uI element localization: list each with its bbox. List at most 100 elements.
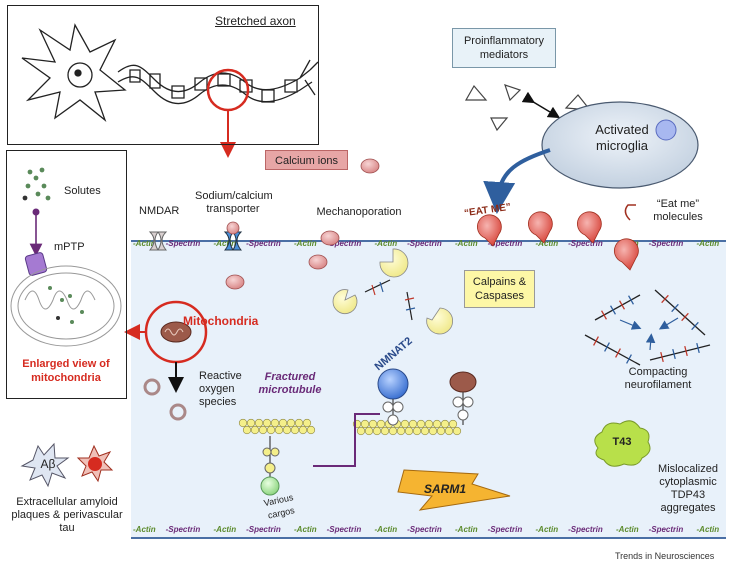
membrane-word: -Spectrin (488, 239, 523, 248)
membrane-word: -Spectrin (246, 525, 281, 534)
sodium-calcium-transporter (223, 221, 243, 251)
membrane-word: -Actin (294, 239, 317, 248)
neurofilament-tick (619, 300, 625, 310)
microtubule-right (352, 419, 462, 436)
tubulin-bead (444, 426, 454, 436)
neurofilament-tick (672, 348, 676, 360)
mitochondrion (160, 321, 192, 343)
tubulin-bead (404, 426, 414, 436)
membrane-word: -Actin (536, 239, 559, 248)
solutes-label: Solutes (64, 185, 101, 197)
tubulin-bead (282, 425, 292, 435)
membrane-word: -Actin (375, 239, 398, 248)
neurofilament-tick (696, 342, 700, 354)
proinflammatory-box: Proinflammatory mediators (452, 28, 556, 68)
fracture-line (313, 413, 380, 467)
tubulin-bead (448, 419, 458, 429)
neurofilament-tick (601, 310, 607, 320)
eat-me-molecules-label: “Eat me” molecules (653, 198, 703, 223)
tubulin-bead (380, 426, 390, 436)
membrane-word: -Actin (697, 239, 720, 248)
tubulin-bead (412, 426, 422, 436)
membrane-word: -Spectrin (649, 525, 684, 534)
mptp-entry-dot (32, 208, 40, 216)
nmnat2-motor (377, 368, 409, 426)
tubulin-bead (278, 418, 288, 428)
membrane-word: -Actin (455, 525, 478, 534)
membrane-word: -Spectrin (327, 525, 362, 534)
tubulin-bead (266, 425, 276, 435)
tubulin-bead (376, 419, 386, 429)
journal-credit: Trends in Neurosciences (615, 551, 715, 561)
membrane-word: -Actin (133, 239, 156, 248)
neurofilament-tick (661, 294, 669, 304)
neurofilament-ticks (593, 294, 700, 364)
stretched-axon-title: Stretched axon (215, 14, 296, 28)
solute-dots (22, 167, 51, 201)
membrane-word: -Actin (214, 525, 237, 534)
membrane-word: -Actin (133, 525, 156, 534)
tubulin-bead (436, 426, 446, 436)
neurofilament-tick (615, 348, 621, 358)
tubulin-bead (286, 418, 296, 428)
membrane-word: -Actin (294, 525, 317, 534)
membrane-word: -Actin (697, 525, 720, 534)
t43-blob (594, 420, 651, 467)
tubulin-bead (254, 418, 264, 428)
tubulin-bead (400, 419, 410, 429)
tubulin-bead (290, 425, 300, 435)
tubulin-bead (270, 418, 280, 428)
amyloid-plaque (20, 442, 70, 488)
t43-label: T43 (612, 436, 632, 448)
neurofilament-tick (604, 342, 610, 352)
membrane-word: -Spectrin (488, 525, 523, 534)
nmdar-channel (148, 231, 168, 251)
abeta-label: Aβ (40, 457, 56, 471)
membrane-word: -Spectrin (568, 239, 603, 248)
neurofilament-tick (626, 354, 632, 364)
neurofilament-lines (584, 289, 711, 366)
calcium-ions (225, 158, 380, 290)
neurofilament-tick (671, 303, 679, 313)
membrane-word: -Spectrin (166, 525, 201, 534)
tubulin-bead (262, 418, 272, 428)
ros-rings (143, 378, 187, 421)
tdp43-label: Mislocalized cytoplasmic TDP43 aggregate… (658, 463, 718, 514)
compacting-arrows (619, 317, 679, 351)
tubulin-bead (420, 426, 430, 436)
tubulin-bead (452, 426, 462, 436)
membrane-word: -Actin (214, 239, 237, 248)
membrane-word: -Actin (616, 525, 639, 534)
calpain-pacmen (332, 248, 454, 335)
mechanoporation-label: Mechanoporation (316, 206, 402, 218)
membrane-word: -Spectrin (407, 525, 442, 534)
nmdar-label: NMDAR (139, 205, 180, 217)
neurofilament-tick (681, 312, 689, 322)
stretched-axon-panel (7, 5, 319, 145)
membrane-word: -Spectrin (327, 239, 362, 248)
zoom-circle-axon (206, 68, 250, 112)
tubulin-bead (396, 426, 406, 436)
sarm1-shape (397, 469, 511, 511)
tubulin-bead (356, 426, 366, 436)
compacting-neurofilament-label: Compacting neurofilament (624, 366, 692, 391)
small-filaments (364, 279, 416, 321)
mptp-label: mPTP (54, 241, 85, 253)
tubulin-bead (302, 418, 312, 428)
microglia-nucleus (655, 119, 677, 141)
tubulin-bead (432, 419, 442, 429)
reactive-oxygen-label: Reactive oxygen species (199, 370, 242, 408)
membrane-word: -Actin (375, 525, 398, 534)
tubulin-bead (246, 418, 256, 428)
membrane-word: -Spectrin (166, 239, 201, 248)
tubulin-bead (274, 425, 284, 435)
tubulin-bead (364, 426, 374, 436)
tubulin-bead (368, 419, 378, 429)
tubulin-bead (250, 425, 260, 435)
mito-cargo-motor (449, 371, 477, 425)
cargo-motor (260, 436, 280, 496)
enlarged-view-label: Enlarged view of mitochondria (22, 358, 110, 384)
mitochondria-label: Mitochondria (183, 314, 259, 328)
tubulin-bead (258, 425, 268, 435)
